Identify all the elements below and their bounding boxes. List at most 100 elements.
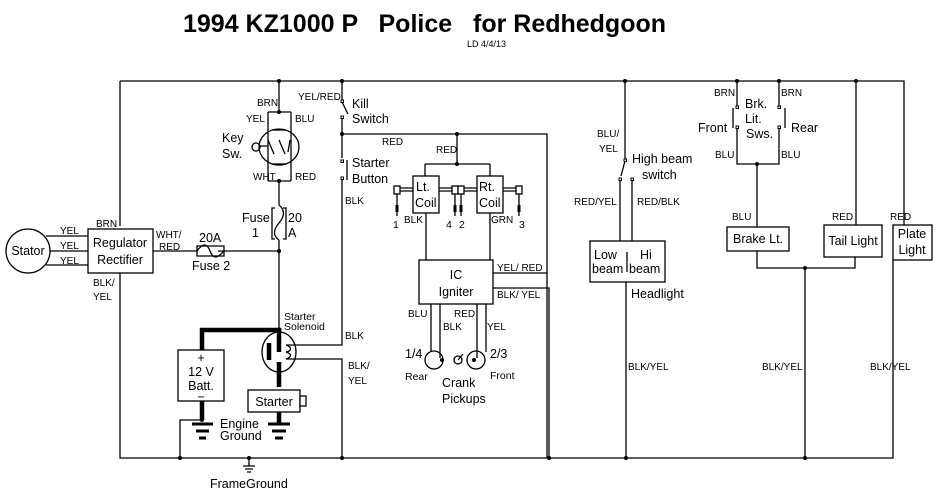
svg-text:Brk.: Brk.: [745, 97, 767, 111]
svg-text:20: 20: [288, 211, 302, 225]
wire-label: BRN: [96, 219, 117, 230]
wire-label: BLK/YEL: [628, 362, 669, 373]
wire-label: YEL: [60, 226, 79, 237]
brake-switch-wiring: [736, 81, 780, 229]
wire-label: BRN: [714, 88, 735, 99]
engine-ground-label: Ground: [220, 429, 262, 443]
wire-label: RED: [890, 212, 911, 223]
svg-text:Tail Light: Tail Light: [828, 234, 878, 248]
key-switch: Key Sw.: [222, 110, 300, 183]
pickup-wires: [430, 304, 487, 358]
svg-text:Front: Front: [490, 370, 515, 382]
engine-ground-starter: [268, 422, 290, 440]
wire-label: YEL: [60, 241, 79, 252]
svg-text:beam: beam: [592, 262, 623, 276]
wire-label: BRN: [781, 88, 802, 99]
kill-switch[interactable]: Kill Switch: [340, 97, 389, 126]
svg-text:1: 1: [393, 219, 399, 231]
kill-switch-wiring: [341, 81, 548, 458]
wire-label: RED/YEL: [574, 197, 617, 208]
svg-text:Lit.: Lit.: [745, 112, 762, 126]
svg-text:Coil: Coil: [415, 196, 437, 210]
svg-text:12 V: 12 V: [188, 365, 214, 379]
rear-light-ground: [756, 251, 856, 458]
tail-light: Tail Light: [823, 224, 883, 258]
frame-ground-bus: [119, 260, 894, 459]
svg-text:Rear: Rear: [405, 371, 428, 383]
svg-text:Coil: Coil: [479, 196, 501, 210]
svg-text:switch: switch: [642, 168, 677, 182]
wire-label: RED: [159, 242, 180, 253]
svg-text:Solenoid: Solenoid: [284, 321, 325, 333]
svg-text:Batt.: Batt.: [188, 379, 214, 393]
fuse-1: Fuse 1 20 A: [242, 204, 302, 241]
svg-text:Rectifier: Rectifier: [97, 253, 143, 267]
wire-label: BLU: [715, 150, 734, 161]
svg-text:Starter: Starter: [255, 395, 293, 409]
wire-label: BLK/: [348, 361, 370, 372]
svg-text:High beam: High beam: [632, 152, 692, 166]
right-ignition-coil: Rt. Coil: [476, 175, 504, 214]
engine-ground-battery: [192, 422, 213, 440]
starter-button[interactable]: Starter Button: [340, 156, 390, 186]
svg-text:Plate: Plate: [898, 227, 927, 241]
svg-text:20A: 20A: [199, 231, 222, 245]
crank-pickups: 1/4 Rear 2/3 Front Crank Pickups: [405, 347, 515, 406]
battery: + 12 V Batt. −: [177, 349, 225, 404]
svg-text:Starter: Starter: [284, 311, 316, 323]
svg-text:beam: beam: [629, 262, 660, 276]
spark-plugs: 1 4 2 3: [393, 185, 525, 231]
battery-cable: [199, 327, 282, 350]
wire-label: BLK: [443, 322, 462, 333]
svg-text:Igniter: Igniter: [439, 285, 474, 299]
wire-label: YEL: [93, 292, 112, 303]
wire-label: YEL/RED: [298, 92, 341, 103]
svg-text:Brake Lt.: Brake Lt.: [733, 232, 783, 246]
wire-label: GRN: [491, 215, 513, 226]
svg-text:Key: Key: [222, 131, 244, 145]
engine-ground-label: Engine: [220, 417, 259, 431]
wire-label: RED: [832, 212, 853, 223]
wire-label: BLK/YEL: [762, 362, 803, 373]
svg-text:Pickups: Pickups: [442, 392, 486, 406]
svg-text:Crank: Crank: [442, 376, 476, 390]
stator: Stator: [5, 228, 51, 274]
wire-label: BLU: [295, 114, 314, 125]
wire-label: RED: [454, 309, 475, 320]
wire-label: BLK/: [93, 278, 115, 289]
diagram-subtitle: LD 4/4/13: [467, 39, 506, 49]
svg-text:Button: Button: [352, 172, 388, 186]
high-beam-switch[interactable]: High beam switch: [618, 152, 692, 182]
stator-wires: [46, 235, 88, 266]
wire-label: WHT: [253, 172, 276, 183]
wire-label: BLK: [345, 196, 364, 207]
svg-text:Fuse: Fuse: [242, 211, 270, 225]
svg-text:−: −: [197, 390, 204, 404]
ic-igniter: IC Igniter: [418, 259, 494, 305]
plate-light: Plate Light: [892, 224, 933, 261]
svg-text:Hi: Hi: [640, 248, 652, 262]
starter-motor[interactable]: Starter: [247, 389, 307, 413]
coil-to-igniter: [425, 213, 491, 260]
stator-label: Stator: [11, 244, 44, 258]
wire-label: BLU: [781, 150, 800, 161]
frame-ground-symbol: [243, 458, 255, 473]
frame-ground-label: FrameGround: [210, 477, 288, 491]
main-power-bus: [119, 80, 905, 226]
wire-label: YEL: [487, 322, 506, 333]
wire-label: WHT/: [156, 230, 182, 241]
brake-light-switches[interactable]: Brk. Lit. Sws. Front Rear: [698, 97, 818, 141]
svg-text:+: +: [197, 351, 204, 365]
wire-label: YEL/ RED: [497, 263, 543, 274]
svg-text:A: A: [288, 226, 297, 240]
wire-label: BLK/YEL: [870, 362, 911, 373]
wire-label: RED: [382, 137, 403, 148]
regulator-rectifier: Regulator Rectifier: [87, 228, 154, 274]
left-ignition-coil: Lt. Coil: [412, 175, 440, 214]
starter-solenoid: Starter Solenoid: [261, 305, 343, 458]
svg-text:4: 4: [446, 219, 452, 231]
wire-label: YEL: [246, 114, 265, 125]
wire-label: RED: [436, 145, 457, 156]
svg-text:3: 3: [519, 219, 525, 231]
